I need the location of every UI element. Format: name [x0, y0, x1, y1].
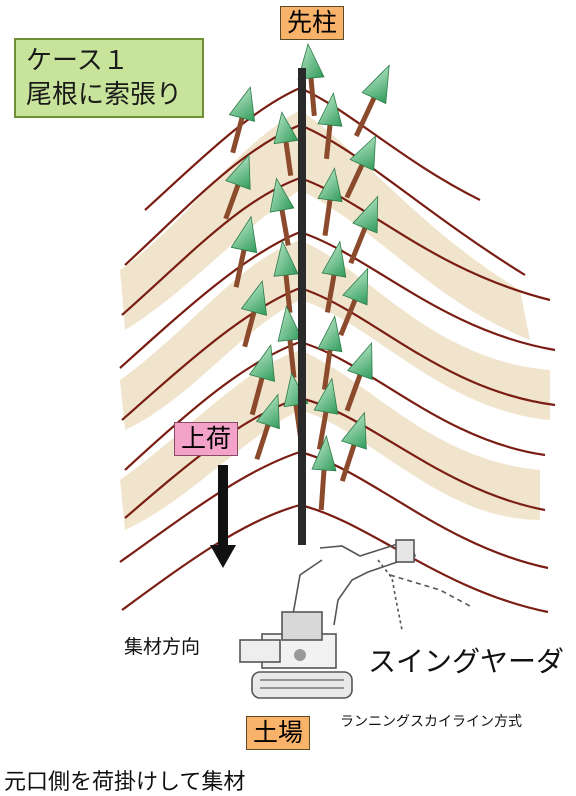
tip-pole-tag: 先柱	[280, 6, 344, 40]
case-label-box: ケース１ 尾根に索張り	[14, 38, 204, 118]
tree	[309, 435, 338, 510]
yarder-label: スイングヤーダ	[368, 640, 564, 680]
landing-tag: 土場	[246, 716, 310, 750]
yarding-direction-arrow	[210, 465, 236, 568]
load-tag: 上荷	[174, 422, 238, 456]
yarding-direction-label: 集材方向	[124, 632, 200, 659]
contour-line	[122, 505, 548, 612]
caption: 元口側を荷掛けして集材	[4, 764, 245, 796]
tree	[344, 60, 401, 142]
method-label: ランニングスカイライン方式	[340, 711, 522, 731]
case-number: ケース１	[26, 44, 192, 78]
case-description: 尾根に索張り	[26, 78, 192, 112]
